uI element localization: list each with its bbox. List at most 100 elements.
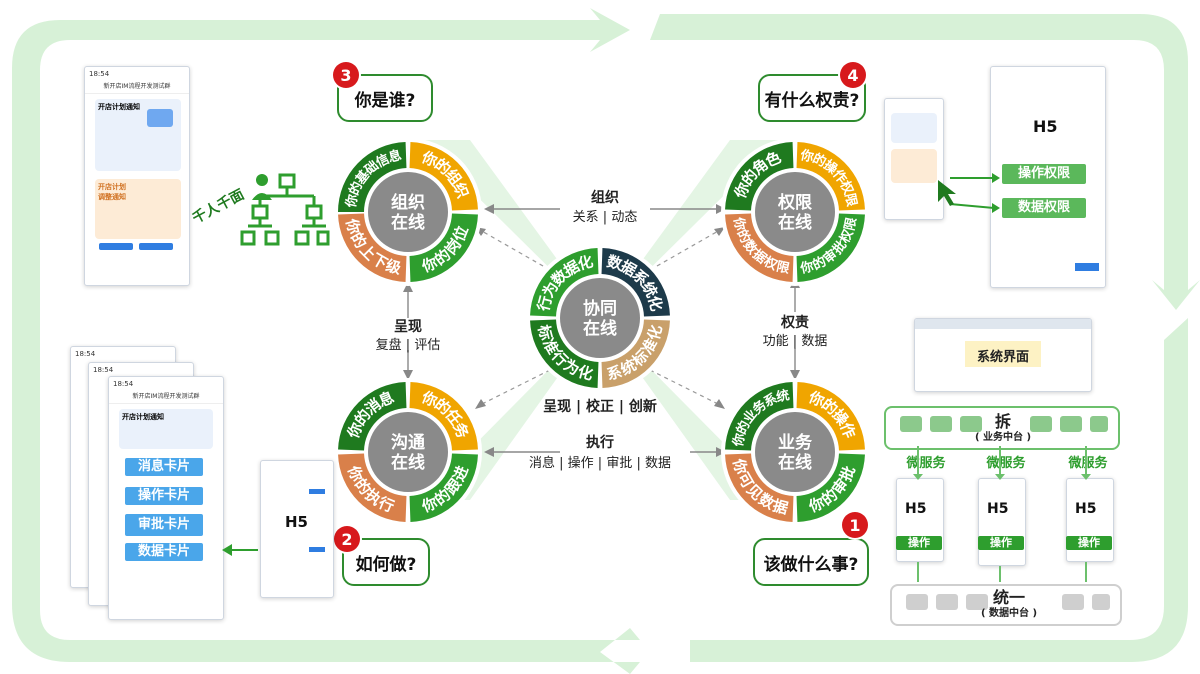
org-chart-icon: [240, 173, 330, 246]
comm-question: 如何做?: [355, 554, 417, 575]
system-ui-box: [965, 341, 1041, 367]
approval-card-tag: 审批卡片: [125, 514, 203, 536]
biz-title-line-1: 在线: [778, 452, 812, 473]
phone-button[interactable]: [1075, 263, 1099, 271]
data-permission-tag: 数据权限: [1002, 198, 1086, 218]
platform-cell: [1060, 416, 1082, 432]
plan-card-title: 开店计划 调整通知: [98, 183, 126, 201]
unify-subtitle: ( 数据中台 ): [980, 608, 1038, 619]
phone-title: 新开店IM流程开发测试群: [85, 81, 189, 94]
org-segment-2: [409, 213, 478, 282]
operation-permission-tag: 操作权限: [1002, 164, 1086, 184]
org-segment-3: [338, 213, 407, 282]
platform-cell: [966, 594, 988, 610]
window-titlebar: [915, 319, 1091, 329]
comm-title-line-0: 沟通: [391, 432, 425, 453]
comm-badge: 2: [334, 526, 360, 552]
platform-cell: [1092, 594, 1110, 610]
plan-card: 开店计划 调整通知: [95, 179, 181, 239]
microservice-label-3: 微服务: [1068, 456, 1108, 471]
microservice-label-2: 微服务: [986, 456, 1026, 471]
phone-button[interactable]: [139, 243, 173, 250]
perm-segment-1: [796, 142, 865, 211]
link-top-title: 组织: [591, 190, 619, 206]
h5-label: H5: [1075, 501, 1097, 517]
center-segment-1: [601, 248, 670, 317]
message-card-tag: 消息卡片: [125, 458, 203, 476]
org-core: [368, 172, 448, 252]
notice-card: 开店计划通知: [119, 409, 213, 449]
unify-title: 统一: [992, 588, 1025, 607]
comm-h5-screen: H5: [260, 460, 334, 598]
system-ui-screenshot: 系统界面: [914, 318, 1092, 392]
biz-segment-1: [796, 382, 865, 451]
split-subtitle: ( 业务中台 ): [974, 432, 1032, 443]
biz-segment-3: [725, 453, 794, 522]
platform-cell: [960, 416, 982, 432]
phone-button[interactable]: [309, 547, 325, 552]
left-arrow-icon: [222, 544, 258, 556]
link-bottom-sub: 消息 | 操作 | 审批 | 数据: [529, 456, 671, 471]
link-left-sub: 复盘 | 评估: [375, 338, 441, 353]
action-button-1[interactable]: 操作: [896, 536, 942, 550]
perm-question: 有什么权责?: [764, 90, 860, 111]
plan-card: [891, 149, 937, 183]
phone-button[interactable]: [99, 243, 133, 250]
comm-segment-1: [409, 382, 478, 451]
phone-time: 18:54: [75, 350, 96, 358]
perm-h5-label: H5: [1033, 117, 1058, 136]
h5-label: H5: [905, 501, 927, 517]
phone-title: 新开店IM流程开发测试群: [109, 391, 223, 404]
biz-segment-2: [796, 453, 865, 522]
split-title: 拆: [994, 412, 1011, 431]
org-question: 你是谁?: [354, 90, 416, 111]
notice-card-title: 开店计划通知: [98, 103, 140, 111]
biz-ring: 你的业务系统你的操作你的审批你可见数据业务在线: [721, 378, 869, 526]
flow-arrows: [913, 446, 1091, 582]
comm-segment-3: [338, 453, 407, 522]
perm-segment-0: [725, 142, 794, 211]
biz-core: [755, 412, 835, 492]
platform-cell: [936, 594, 958, 610]
comm-ring: 你的消息你的任务你的跟进你的执行沟通在线: [334, 378, 482, 526]
phone-time: 18:54: [93, 366, 114, 374]
building-icon: [147, 109, 173, 127]
link-right-sub: 功能 | 数据: [762, 334, 828, 349]
link-right-title: 权责: [781, 315, 809, 331]
comm-title-line-1: 在线: [391, 452, 425, 473]
perm-phone-screenshot: [884, 98, 944, 220]
phone-time: 18:54: [89, 70, 110, 78]
perm-core: [755, 172, 835, 252]
org-phone-screenshot: 18:54 新开店IM流程开发测试群 开店计划通知 开店计划 调整通知: [84, 66, 190, 286]
microservice-screen-2: H5: [978, 478, 1026, 566]
biz-segment-0: [725, 382, 794, 451]
perm-segment-3: [725, 213, 794, 282]
platform-cell: [1090, 416, 1108, 432]
comm-h5-label: H5: [285, 513, 308, 531]
action-card-tag: 操作卡片: [125, 487, 203, 505]
platform-cell: [1062, 594, 1084, 610]
platform-cell: [900, 416, 922, 432]
comm-core: [368, 412, 448, 492]
link-top-sub: 关系 | 动态: [572, 210, 638, 225]
h5-label: H5: [987, 501, 1009, 517]
perm-title-line-0: 权限: [777, 192, 812, 213]
org-title-line-1: 在线: [391, 212, 425, 233]
action-button-3[interactable]: 操作: [1066, 536, 1112, 550]
action-button-2[interactable]: 操作: [978, 536, 1024, 550]
data-card-tag: 数据卡片: [125, 543, 203, 561]
perm-ring: 你的角色你的操作权限你的审批权限你的数据权限权限在线: [721, 138, 869, 286]
perm-badge: 4: [840, 62, 866, 88]
center-ring: 行为数据化数据系统化系统标准化标准行为化协同在线: [526, 244, 674, 392]
comm-segment-2: [409, 453, 478, 522]
center-caption: 呈现 | 校正 | 创新: [543, 399, 657, 415]
biz-question: 该做什么事?: [763, 554, 859, 575]
biz-question-bubble: 该做什么事?: [753, 538, 869, 586]
platform-cell: [930, 416, 952, 432]
phone-button[interactable]: [309, 489, 325, 494]
system-ui-label: 系统界面: [976, 350, 1029, 365]
org-ring: 你的基础信息你的组织你的岗位你的上下级组织在线: [334, 138, 482, 286]
center-core: [560, 278, 640, 358]
